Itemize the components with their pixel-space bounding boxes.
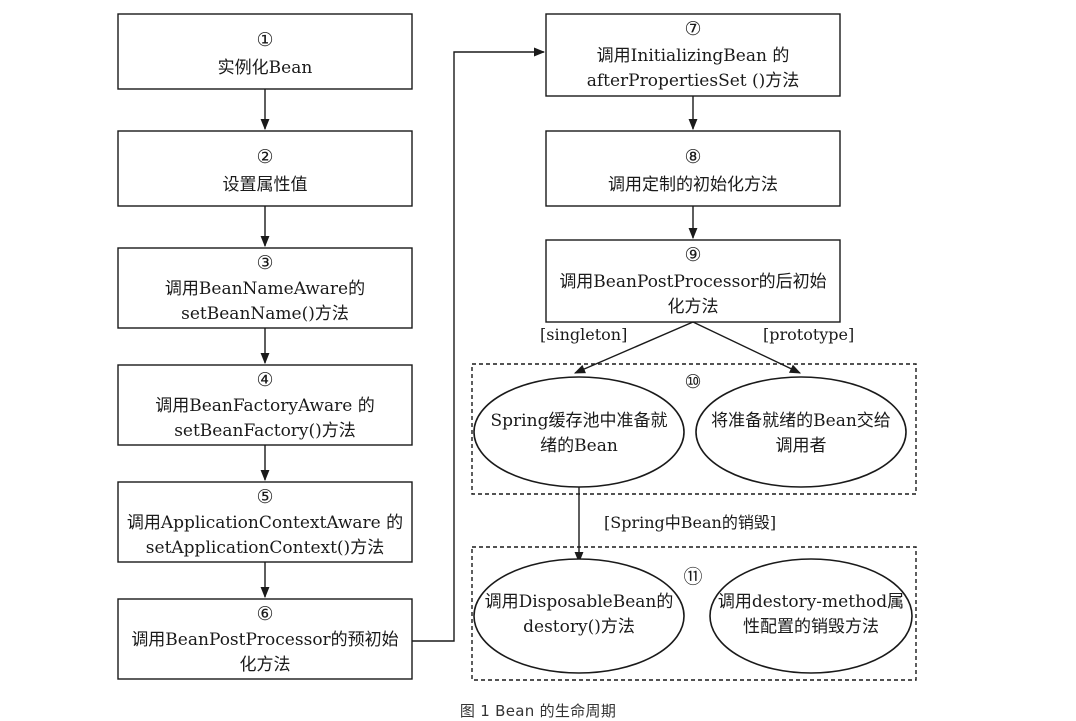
destroy-method-label-line2: 性配置的销毁方法 [743,617,879,637]
step-6-label-line2: 化方法 [240,655,291,675]
group-10-number: ⑩ [684,371,701,393]
step-7-box: ⑦ 调用InitializingBean 的 afterPropertiesSe… [545,13,841,97]
step-5-label-line1: 调用ApplicationContextAware 的 [127,513,403,533]
cache-pool-label-line1: Spring缓存池中准备就 [491,411,668,431]
step-7-label-line2: afterPropertiesSet ()方法 [587,71,800,91]
step-3-label-line1: 调用BeanNameAware的 [165,279,365,299]
step-1-label: 实例化Bean [218,58,313,78]
step-2-box: ② 设置属性值 [117,130,413,207]
destroy-label: [Spring中Bean的销毁] [604,513,776,532]
singleton-label: [singleton] [540,325,627,344]
step-9-label-line1: 调用BeanPostProcessor的后初始 [559,272,826,292]
step-5-box: ⑤ 调用ApplicationContextAware 的 setApplica… [117,481,413,563]
group-10: ⑩ Spring缓存池中准备就 绪的Bean 将准备就绪的Bean交给 调用者 [471,363,917,495]
step-6-box: ⑥ 调用BeanPostProcessor的预初始 化方法 [117,598,413,680]
step-2-label: 设置属性值 [223,175,308,195]
step-6-number: ⑥ [256,603,273,625]
step-4-number: ④ [256,369,273,391]
step-9-number: ⑨ [684,244,701,266]
step-2-number: ② [256,146,273,168]
step-8-box: ⑧ 调用定制的初始化方法 [545,130,841,207]
group-11-number: ⑪ [683,566,702,588]
cache-pool-label-line2: 绪的Bean [540,436,618,456]
handover-ellipse: 将准备就绪的Bean交给 调用者 [695,376,907,488]
step-3-number: ③ [256,252,273,274]
group-11: ⑪ 调用DisposableBean的 destory()方法 调用destor… [471,546,917,681]
disposable-bean-ellipse: 调用DisposableBean的 destory()方法 [473,558,685,674]
disposable-bean-label-line1: 调用DisposableBean的 [485,592,674,612]
step-5-label-line2: setApplicationContext()方法 [146,538,384,558]
step-9-box: ⑨ 调用BeanPostProcessor的后初始 化方法 [545,239,841,323]
arrow-6-to-7 [412,47,546,642]
step-8-number: ⑧ [684,146,701,168]
handover-label-line2: 调用者 [776,436,827,456]
disposable-bean-label-line2: destory()方法 [523,617,635,637]
step-3-box: ③ 调用BeanNameAware的 setBeanName()方法 [117,247,413,329]
handover-label-line1: 将准备就绪的Bean交给 [711,411,891,431]
destroy-method-label-line1: 调用destory-method属 [718,592,904,612]
step-1-box: ① 实例化Bean [117,13,413,90]
step-7-number: ⑦ [684,18,701,40]
step-4-label-line1: 调用BeanFactoryAware 的 [155,396,375,416]
step-5-number: ⑤ [256,486,273,508]
destroy-method-ellipse: 调用destory-method属 性配置的销毁方法 [709,558,913,674]
cache-pool-ellipse: Spring缓存池中准备就 绪的Bean [473,376,685,488]
figure-caption: 图 1 Bean 的生命周期 [459,702,617,720]
step-8-label: 调用定制的初始化方法 [608,175,778,195]
step-6-label-line1: 调用BeanPostProcessor的预初始 [131,630,398,650]
step-4-label-line2: setBeanFactory()方法 [174,421,356,441]
bean-lifecycle-diagram: ① 实例化Bean ② 设置属性值 ③ 调用BeanNameAware的 set… [117,13,917,681]
step-4-box: ④ 调用BeanFactoryAware 的 setBeanFactory()方… [117,364,413,446]
prototype-label: [prototype] [763,325,854,344]
step-9-label-line2: 化方法 [668,297,719,317]
step-7-label-line1: 调用InitializingBean 的 [597,46,790,66]
step-1-number: ① [256,29,273,51]
step-3-label-line2: setBeanName()方法 [181,304,349,324]
